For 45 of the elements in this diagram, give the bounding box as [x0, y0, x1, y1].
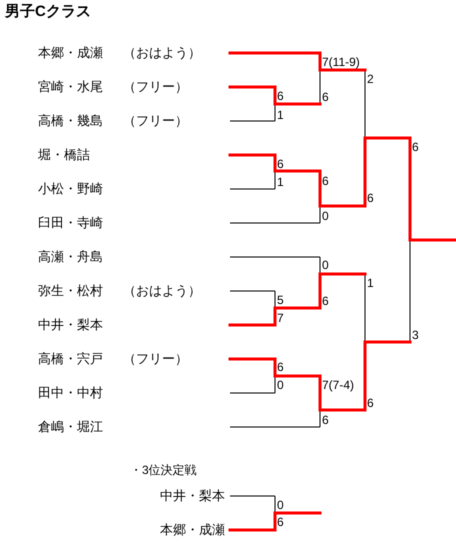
score-label: 6: [277, 515, 284, 529]
player-name: 倉嶋・堀江: [38, 419, 103, 434]
score-label: 6: [322, 294, 329, 308]
player-name: 弥生・松村: [38, 283, 103, 298]
player-name: 臼田・寺崎: [38, 215, 103, 230]
player-name: 宮崎・水尾: [38, 79, 103, 94]
score-label: 6: [277, 360, 284, 374]
player-name: 小松・野崎: [38, 181, 103, 196]
score-label: 6: [322, 413, 329, 427]
player-name: 堀・橋詰: [38, 147, 90, 162]
score-label: 5: [277, 293, 284, 307]
score-label: 6: [367, 191, 374, 205]
score-label: 0: [277, 378, 284, 392]
team-name: （フリー）: [123, 79, 188, 94]
team-name: （フリー）: [123, 351, 188, 366]
score-label: 6: [277, 89, 284, 103]
score-label: 7(7-4): [322, 378, 354, 392]
team-name: （おはよう）: [123, 283, 201, 298]
score-label: 6: [367, 396, 374, 410]
player-name: 本郷・成瀬: [38, 45, 103, 60]
score-label: 6: [277, 157, 284, 171]
score-label: 2: [367, 72, 374, 86]
score-label: 1: [277, 108, 284, 122]
score-label: 1: [367, 276, 374, 290]
player-name: 高橋・宍戸: [38, 351, 103, 366]
player-name: 高橋・幾島: [38, 113, 103, 128]
player-name: 中井・梨本: [38, 317, 103, 332]
player-name: 中井・梨本: [160, 488, 225, 503]
score-label: 6: [322, 174, 329, 188]
score-label: 0: [277, 498, 284, 512]
score-label: 3: [412, 328, 419, 342]
score-label: 6: [322, 90, 329, 104]
score-label: 7(11-9): [322, 55, 360, 69]
score-label: 0: [322, 209, 329, 223]
score-label: 1: [277, 175, 284, 189]
player-name: 本郷・成瀬: [160, 522, 225, 537]
score-label: 0: [322, 258, 329, 272]
team-name: （フリー）: [123, 113, 188, 128]
player-name: 田中・中村: [38, 385, 103, 400]
section-heading: ・3位決定戦: [130, 463, 197, 477]
team-name: （おはよう）: [123, 45, 201, 60]
title: 男子Cクラス: [5, 4, 91, 19]
score-label: 7: [277, 311, 284, 325]
score-label: 6: [412, 140, 419, 154]
player-name: 高瀬・舟島: [38, 249, 103, 264]
